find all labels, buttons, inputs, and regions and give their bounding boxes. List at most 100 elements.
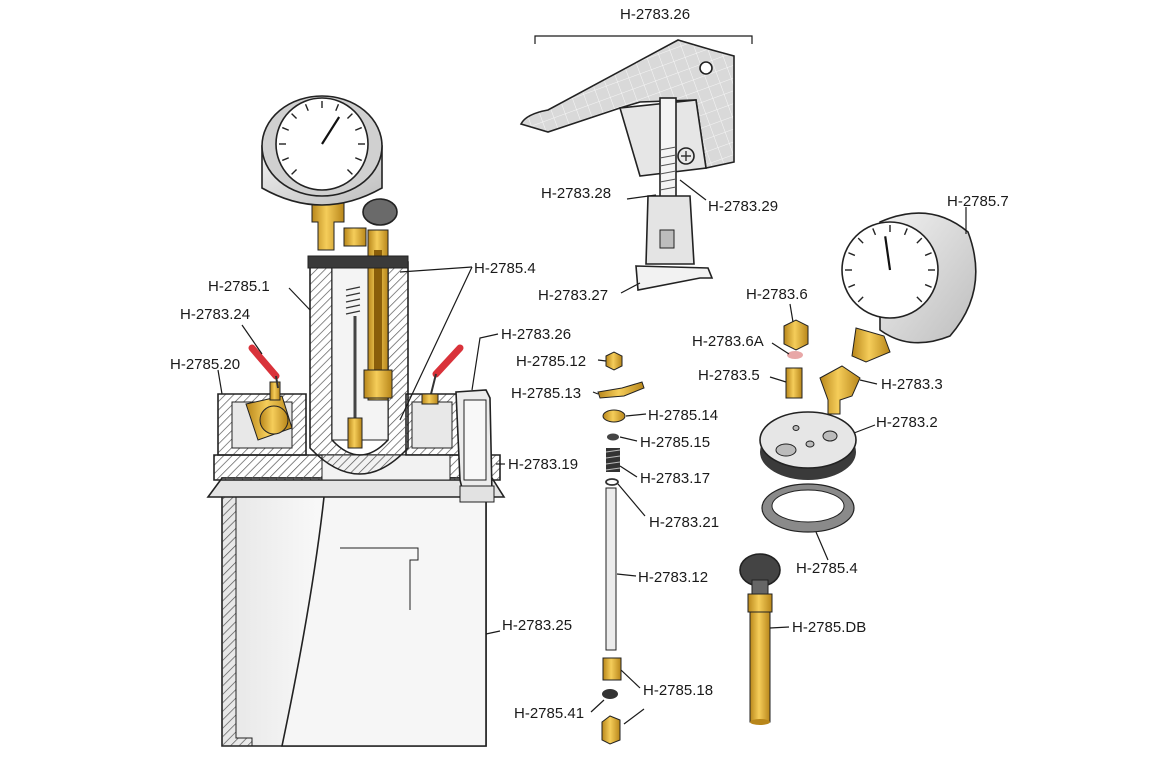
label-h2785-18: H-2785.18 xyxy=(643,682,713,699)
gauge-tick xyxy=(354,157,362,162)
part-cup-washer xyxy=(602,409,626,423)
part-o-ring xyxy=(605,478,619,486)
left-gauge-ticks xyxy=(279,101,365,175)
label-h2783-29: H-2783.29 xyxy=(708,198,778,215)
label-h2785-7: H-2785.7 xyxy=(947,193,1009,210)
dip-tube xyxy=(739,553,781,725)
gauge-tick xyxy=(291,168,298,175)
right-safety-valve xyxy=(421,344,464,405)
part-spring xyxy=(606,448,620,472)
gauge-tick xyxy=(282,126,290,131)
part-nipple xyxy=(785,367,803,399)
label-h2785-db: H-2785.DB xyxy=(792,619,866,636)
label-h2783-6a: H-2783.6A xyxy=(692,333,764,350)
gauge-tick xyxy=(916,296,923,303)
label-h2783-28: H-2783.28 xyxy=(541,185,611,202)
label-h2783-24: H-2783.24 xyxy=(180,306,250,323)
gauge-tick xyxy=(282,157,290,162)
right-gauge-needle xyxy=(884,236,892,271)
label-h2785-4-right: H-2785.4 xyxy=(796,560,858,577)
right-valve-red-handle xyxy=(432,344,464,378)
label-h2785-12: H-2785.12 xyxy=(516,353,586,370)
pot-inner-step xyxy=(340,547,419,610)
left-valve-red-handle xyxy=(248,344,280,380)
clamp-rod-threads xyxy=(659,146,677,191)
clamp-pivot xyxy=(699,61,713,75)
pot-cutaway-curve xyxy=(281,477,487,747)
gauge-tick xyxy=(848,252,856,257)
part-cap-nut xyxy=(783,319,809,351)
label-h2785-13: H-2785.13 xyxy=(511,385,581,402)
right-gauge-ticks xyxy=(845,225,935,303)
label-h2783-12: H-2783.12 xyxy=(638,569,708,586)
part-tab-washer xyxy=(597,381,645,399)
label-h2783-21: H-2783.21 xyxy=(649,514,719,531)
part-brass-cap xyxy=(601,715,621,745)
gauge-tick xyxy=(346,168,353,175)
center-parts-stack xyxy=(597,351,645,745)
regulator-base xyxy=(363,369,393,399)
part-black-washer xyxy=(602,689,618,699)
part-tee xyxy=(819,365,861,415)
label-h2783-6: H-2783.6 xyxy=(746,286,808,303)
regulator-slot xyxy=(374,250,382,370)
leader-lines xyxy=(217,179,967,725)
label-h2783-3: H-2783.3 xyxy=(881,376,943,393)
part-red-seal xyxy=(787,351,803,359)
gauge-tick xyxy=(291,113,298,120)
column-top-nut xyxy=(307,255,409,269)
inner-brass-fitting xyxy=(347,417,363,449)
label-h2783-2: H-2783.2 xyxy=(876,414,938,431)
right-gauge-stem xyxy=(851,327,891,363)
label-h2785-20: H-2785.20 xyxy=(170,356,240,373)
label-h2785-1: H-2785.1 xyxy=(208,278,270,295)
part-long-rod xyxy=(605,487,617,651)
label-h2783-19: H-2783.19 xyxy=(508,456,578,473)
gauge-tick xyxy=(903,228,908,236)
clamp-assembly xyxy=(519,35,753,291)
lid-disk xyxy=(759,411,857,480)
gauge-tick xyxy=(924,283,932,288)
gauge-tee xyxy=(343,227,367,247)
right-pressure-gauge xyxy=(841,212,977,363)
inner-spring xyxy=(345,286,361,315)
gauge-tick xyxy=(857,237,864,244)
gauge-tick xyxy=(857,296,864,303)
label-h2783-25: H-2783.25 xyxy=(502,617,572,634)
clamp-bracket-top xyxy=(534,35,753,44)
label-h2785-41: H-2785.41 xyxy=(514,705,584,722)
label-h2783-17: H-2783.17 xyxy=(640,470,710,487)
lid-gasket xyxy=(761,483,855,533)
label-h2785-14: H-2785.14 xyxy=(648,407,718,424)
gauge-tick xyxy=(916,237,923,244)
lid-clamp xyxy=(455,389,495,503)
gauge-tick xyxy=(346,113,353,120)
label-h2785-4-left: H-2785.4 xyxy=(474,260,536,277)
gauge-tick xyxy=(354,126,362,131)
clamp-lever xyxy=(519,39,735,169)
clamp-foot-plate xyxy=(635,265,714,291)
gauge-tick xyxy=(872,228,877,236)
label-h2783-27: H-2783.27 xyxy=(538,287,608,304)
gauge-tick xyxy=(335,104,340,112)
label-h2783-26-top: H-2783.26 xyxy=(620,6,690,23)
gauge-tick xyxy=(304,104,309,112)
part-hex-nut xyxy=(605,351,623,371)
right-parts xyxy=(739,212,977,725)
label-h2783-26-left: H-2783.26 xyxy=(501,326,571,343)
part-labels: H-2783.26 H-2783.28 H-2783.29 H-2783.27 … xyxy=(170,6,1009,722)
lid-housing-inner-r xyxy=(411,401,453,449)
gauge-tick xyxy=(848,283,856,288)
label-h2783-5: H-2783.5 xyxy=(698,367,760,384)
part-small-washer xyxy=(607,433,619,441)
gauge-elbow-fitting xyxy=(311,199,345,251)
regulator-knob xyxy=(362,198,398,226)
part-brass-nut xyxy=(602,657,622,681)
left-pressure-gauge xyxy=(261,95,383,206)
pressure-pot-assembly xyxy=(206,95,506,747)
left-ball-valve xyxy=(245,344,293,441)
left-gauge-needle xyxy=(321,116,341,145)
label-h2785-15: H-2785.15 xyxy=(640,434,710,451)
gauge-tick xyxy=(924,252,932,257)
